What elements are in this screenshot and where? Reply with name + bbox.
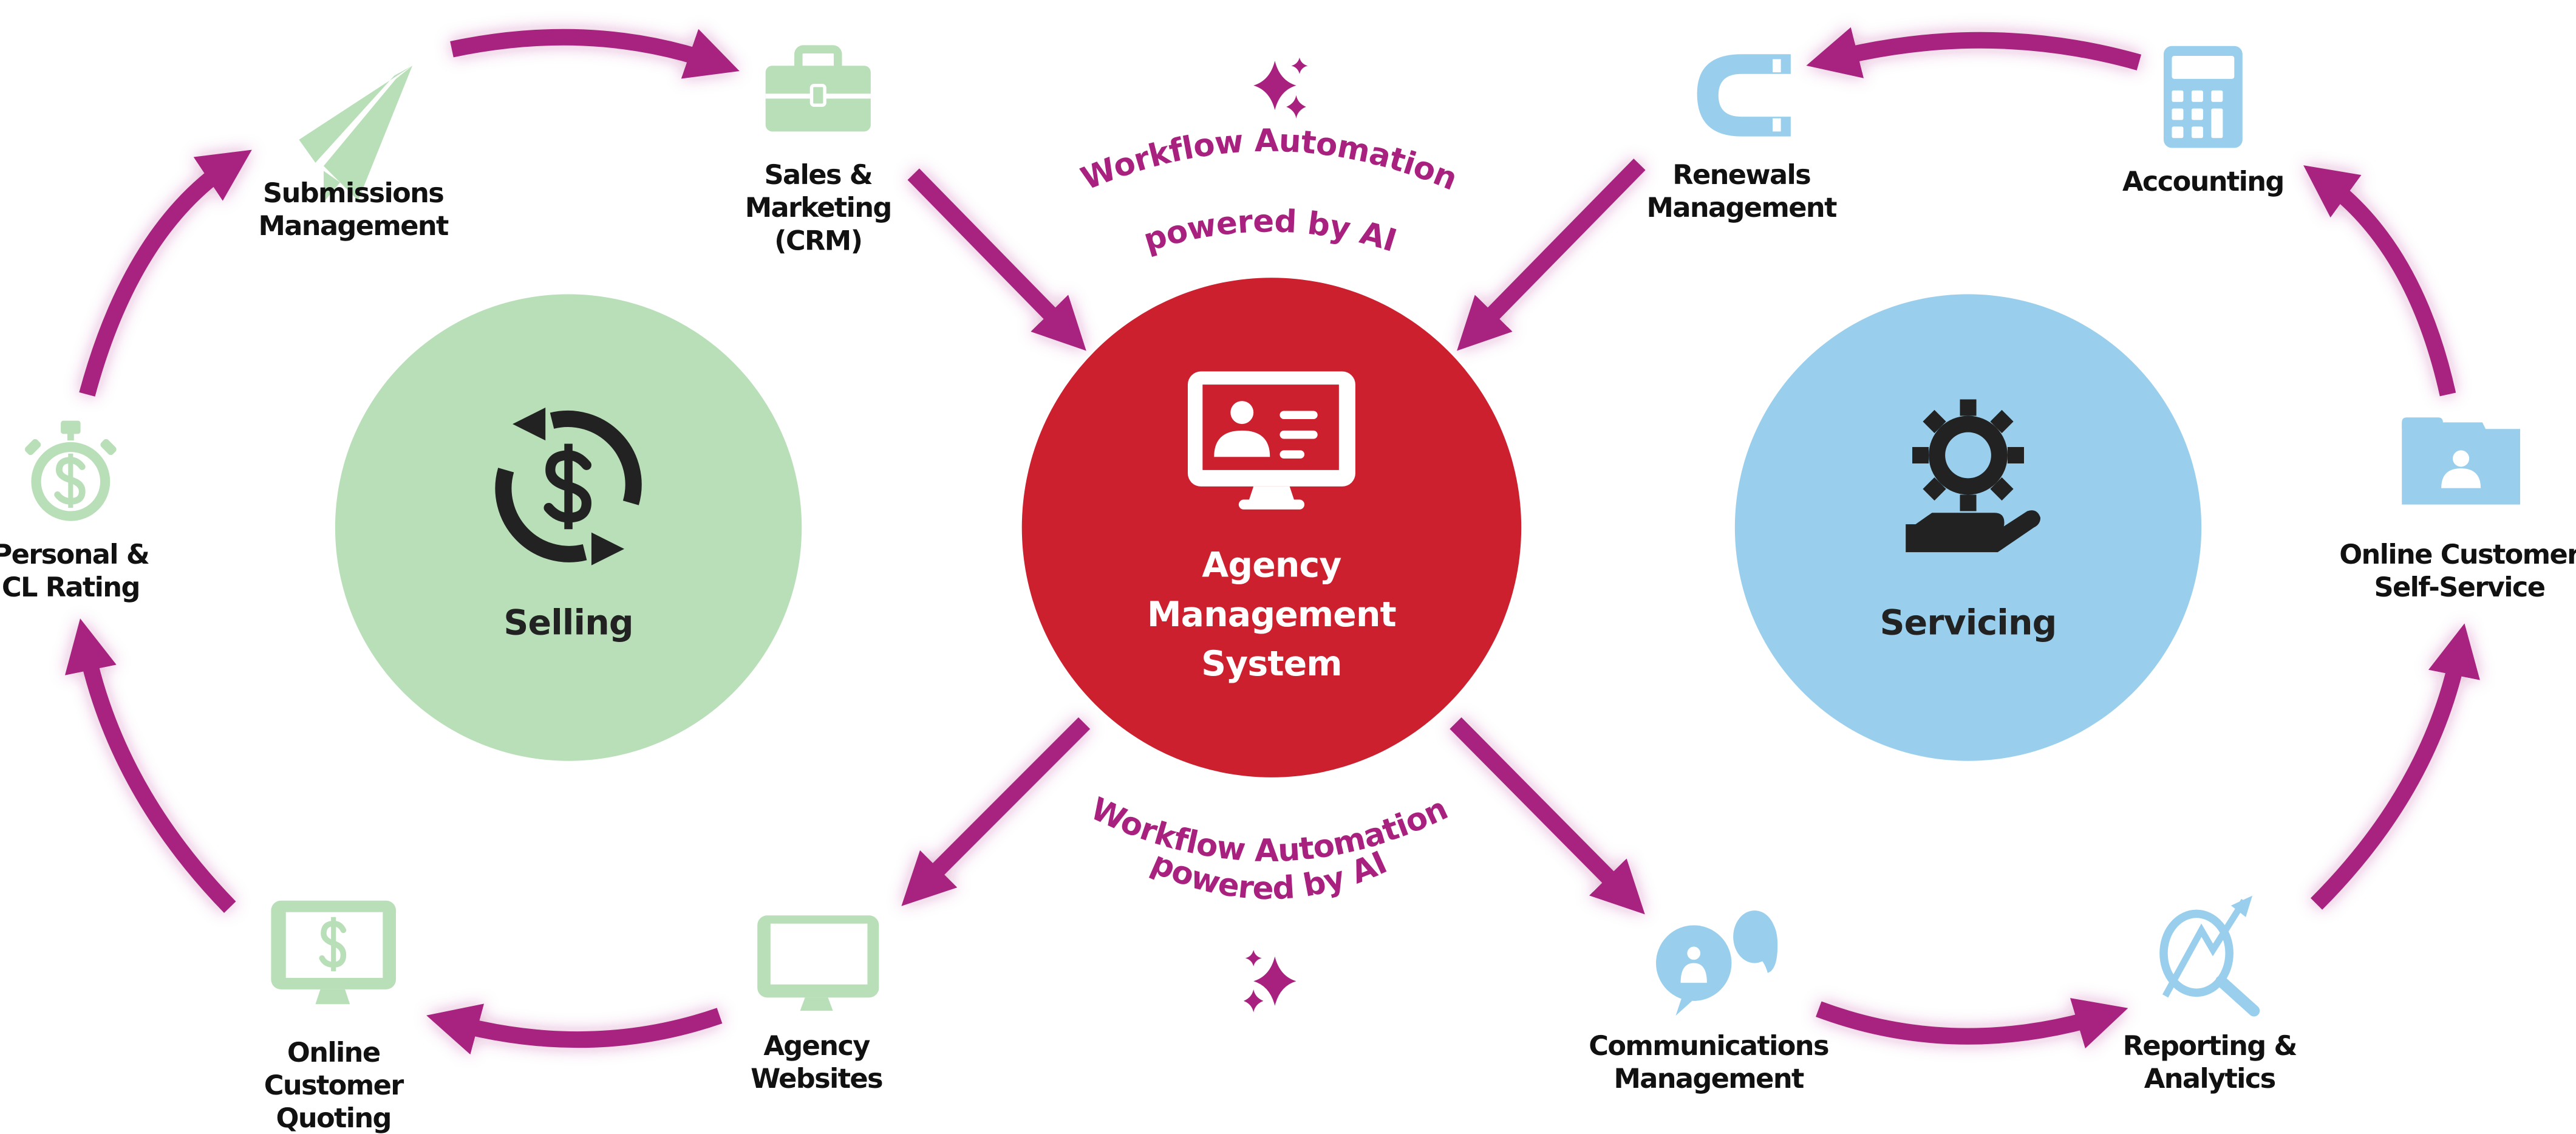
- calculator-icon: [2163, 46, 2243, 148]
- chat-bubbles-icon: [1652, 910, 1778, 1016]
- ai-banner-top: Workflow Automation powered by AI: [1076, 57, 1462, 259]
- ai-bottom-line1: Workflow Automation: [1085, 790, 1453, 869]
- folder-user-icon: [2402, 417, 2521, 505]
- quoting-line3: Quoting: [276, 1102, 391, 1134]
- node-reporting: Reporting & Analytics: [2123, 895, 2298, 1095]
- communications-line1: Communications: [1589, 1030, 1828, 1062]
- reporting-line1: Reporting &: [2123, 1030, 2297, 1062]
- arrow-websites-to-quoting: [426, 1003, 723, 1055]
- stopwatch-dollar-icon: [25, 420, 117, 521]
- analytics-search-icon: [2159, 895, 2260, 1017]
- ams-label-line1: Agency: [1202, 545, 1341, 586]
- renewals-line1: Renewals: [1672, 159, 1810, 191]
- paper-plane-icon: [299, 66, 413, 202]
- node-agency-websites: Agency Websites: [751, 915, 884, 1095]
- accounting-line1: Accounting: [2122, 166, 2284, 197]
- reporting-line2: Analytics: [2144, 1063, 2275, 1095]
- node-communications: Communications Management: [1589, 910, 1830, 1095]
- ai-bottom-line1-text: Workflow Automation: [1085, 790, 1453, 869]
- flow-arrows: [64, 27, 2480, 1055]
- renewals-line2: Management: [1647, 192, 1838, 224]
- briefcase-icon: [765, 45, 871, 132]
- arrow-ams-to-websites: [901, 717, 1091, 906]
- sparkles-icon: [1243, 949, 1297, 1013]
- gear-hand-icon: [1906, 399, 2041, 553]
- ai-top-line2: powered by AI: [1139, 203, 1400, 259]
- ams-circle: [1021, 278, 1522, 777]
- ams-label-line3: System: [1201, 644, 1342, 684]
- arrow-accounting-to-renewals: [1806, 27, 2142, 78]
- monitor-dollar-icon: [271, 900, 396, 1005]
- communications-line2: Management: [1613, 1063, 1804, 1095]
- node-sales-marketing: Sales & Marketing (CRM): [745, 45, 892, 256]
- sales-line1: Sales &: [765, 159, 873, 191]
- ai-top-line2-text: powered by AI: [1139, 203, 1400, 259]
- arrow-comms-to-reporting: [1816, 998, 2128, 1049]
- monitor-profile-icon: [1187, 371, 1355, 510]
- selling-label: Selling: [503, 603, 633, 643]
- ai-top-line1: Workflow Automation: [1076, 123, 1462, 198]
- hub-selling: Selling: [335, 294, 802, 761]
- node-renewals: Renewals Management: [1647, 54, 1838, 224]
- arrow-ams-to-comms: [1450, 717, 1645, 915]
- arrow-renewals-to-ams: [1457, 159, 1646, 351]
- arrow-sales-to-ams: [907, 168, 1086, 351]
- submissions-line2: Management: [259, 210, 449, 242]
- arrow-quoting-to-rating: [64, 618, 236, 914]
- hub-ams: Agency Management System: [1021, 278, 1522, 777]
- rating-line1: Personal &: [0, 539, 149, 570]
- ai-banner-bottom: Workflow Automation powered by AI: [1085, 790, 1453, 1013]
- arrow-submissions-to-sales: [450, 29, 740, 79]
- submissions-line1: Submissions: [263, 177, 443, 209]
- node-self-service: Online Customer Self-Service: [2339, 417, 2576, 603]
- magnet-icon: [1697, 54, 1791, 137]
- node-accounting: Accounting: [2122, 46, 2285, 197]
- rating-line2: CL Rating: [2, 572, 140, 603]
- servicing-label: Servicing: [1880, 603, 2057, 643]
- ams-label-line2: Management: [1147, 595, 1396, 635]
- ai-top-line1-text: Workflow Automation: [1076, 123, 1462, 198]
- websites-line2: Websites: [751, 1063, 882, 1095]
- quoting-line2: Customer: [264, 1070, 404, 1101]
- selfservice-line1: Online Customer: [2339, 539, 2576, 570]
- monitor-icon: [757, 915, 879, 1011]
- sales-line3: (CRM): [774, 225, 862, 256]
- sparkles-icon: [1253, 57, 1308, 118]
- arrow-reporting-to-selfservice: [2310, 623, 2480, 910]
- websites-line1: Agency: [763, 1030, 870, 1062]
- dollar-cycle-icon: [495, 408, 642, 565]
- arrow-rating-to-submissions: [79, 149, 252, 397]
- hub-servicing: Servicing: [1734, 294, 2202, 761]
- arrow-selfservice-to-accounting: [2303, 165, 2456, 397]
- selfservice-line2: Self-Service: [2374, 572, 2544, 603]
- quoting-line1: Online: [287, 1037, 380, 1068]
- node-submissions: Submissions Management: [259, 66, 450, 242]
- sales-line2: Marketing: [745, 192, 891, 224]
- node-online-quoting: Online Customer Quoting: [264, 900, 405, 1134]
- node-personal-cl-rating: Personal & CL Rating: [0, 420, 150, 603]
